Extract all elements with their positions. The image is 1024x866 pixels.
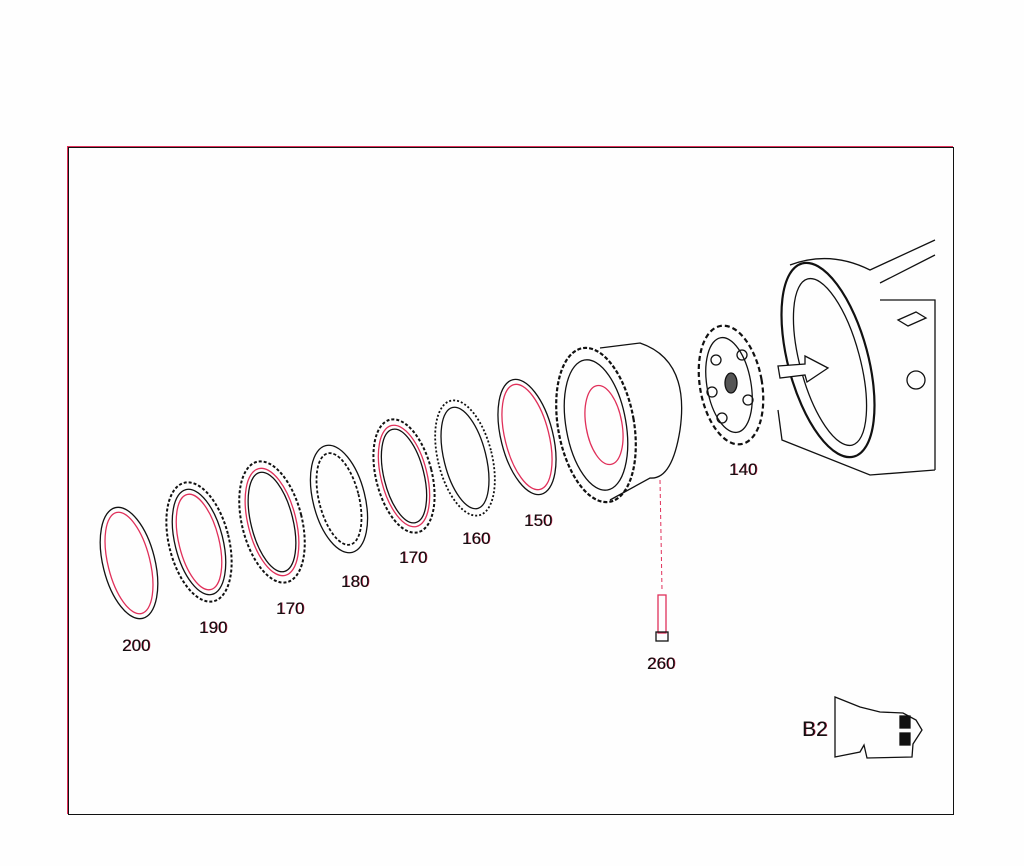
label-190: 190 [199, 618, 228, 637]
b2-location-inset [834, 696, 923, 759]
label-170-a: 170 [276, 599, 305, 618]
label-260: 260 [647, 654, 676, 673]
part-170-outer-disc-a [238, 460, 306, 584]
label-200: 200 [122, 636, 151, 655]
part-180-inner-disc [309, 444, 369, 554]
label-150: 150 [524, 511, 553, 530]
diagram-frame [68, 147, 954, 815]
part-150-spring-plate [497, 378, 557, 496]
part-140-sprocket [697, 324, 765, 446]
label-160: 160 [462, 529, 491, 548]
part-190-end-plate [165, 481, 233, 603]
label-170-b: 170 [399, 548, 428, 567]
part-260-bolt [655, 594, 669, 642]
part-160-disc [434, 399, 496, 517]
part-plate-carrier-drum [555, 342, 683, 591]
transmission-housing [777, 239, 936, 476]
part-170-outer-disc-b [372, 418, 436, 534]
part-200-snap-ring [99, 506, 159, 620]
label-180: 180 [341, 572, 370, 591]
label-b2: B2 [802, 718, 828, 741]
label-140: 140 [729, 460, 758, 479]
